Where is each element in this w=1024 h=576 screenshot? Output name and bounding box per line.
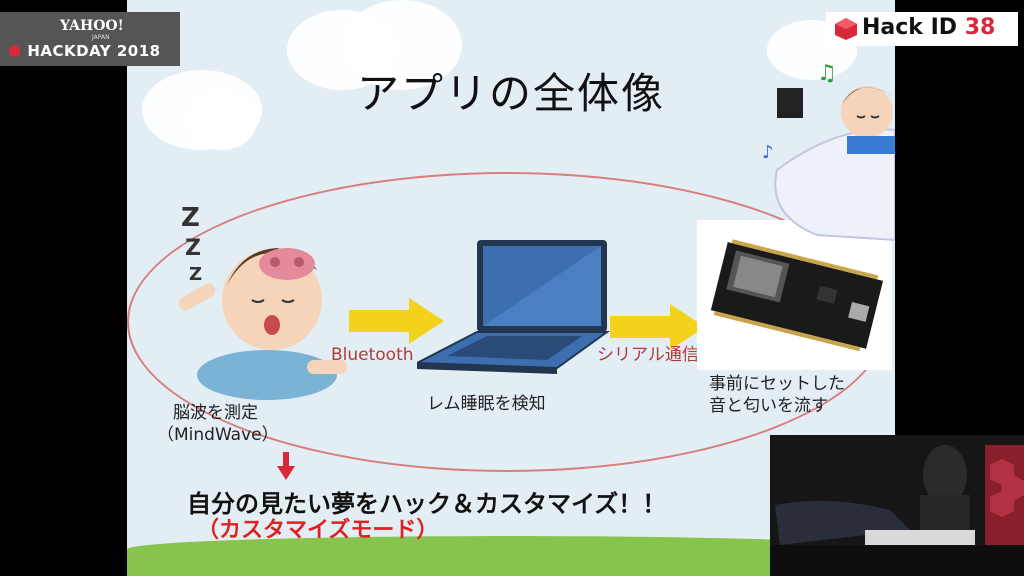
- hexagon-icon: ⬢: [8, 42, 22, 60]
- hack-id-badge: Hack ID 38: [826, 12, 1018, 46]
- bottom-message: 自分の見たい夢をハック＆カスタマイズ！！: [187, 490, 667, 518]
- yahoo-logo-text: YAHOO!: [60, 18, 124, 34]
- hack-id-label: Hack ID: [862, 15, 958, 40]
- zzz-icon: Z: [185, 236, 201, 261]
- yahoo-logo-subtext: JAPAN: [92, 34, 110, 41]
- svg-text:♪: ♪: [762, 142, 774, 163]
- stage-photo: [770, 435, 1024, 576]
- bluetooth-label: Bluetooth: [331, 345, 414, 365]
- esp32-board-illustration: [697, 220, 892, 370]
- presentation-slide: アプリの全体像 Z Z Z Bluetooth レム睡眠を検知 シリアル通信: [127, 0, 895, 576]
- slide-title: アプリの全体像: [356, 69, 665, 118]
- laptop-label: レム睡眠を検知: [427, 394, 546, 414]
- hack-id-number: 38: [964, 15, 996, 40]
- stage-camera-inset: [770, 435, 1024, 576]
- zzz-icon: Z: [189, 264, 202, 285]
- brainwave-label-line2: （MindWave）: [157, 425, 279, 445]
- hackday-label: HACKDAY 2018: [27, 42, 161, 60]
- arrow-right-icon: [610, 304, 705, 350]
- arrow-right-icon: [349, 298, 444, 344]
- sleeping-in-bed-illustration: ♫ ♪: [762, 61, 895, 242]
- brainwave-label-line1: 脳波を測定: [173, 403, 258, 423]
- zzz-icon: Z: [181, 203, 200, 233]
- cube-icon: [835, 18, 857, 40]
- hackday-logo-text: ⬢ HACKDAY 2018: [8, 42, 161, 60]
- device-label-line2: 音と匂いを流す: [709, 396, 828, 416]
- cloud: [187, 90, 257, 150]
- svg-text:♫: ♫: [817, 61, 837, 86]
- serial-label: シリアル通信: [597, 345, 699, 365]
- ground: [127, 536, 895, 576]
- arrow-down-icon: [277, 452, 295, 480]
- customize-mode-label: （カスタマイズモード）: [197, 518, 439, 543]
- sleeping-person-illustration: Z Z Z: [178, 203, 347, 400]
- laptop-illustration: [417, 240, 611, 374]
- device-label-line1: 事前にセットした: [709, 374, 845, 394]
- hackday-logo: YAHOO! JAPAN ⬢ HACKDAY 2018: [0, 12, 180, 66]
- hack-id-text: Hack ID 38: [862, 15, 995, 40]
- cloud: [342, 0, 462, 90]
